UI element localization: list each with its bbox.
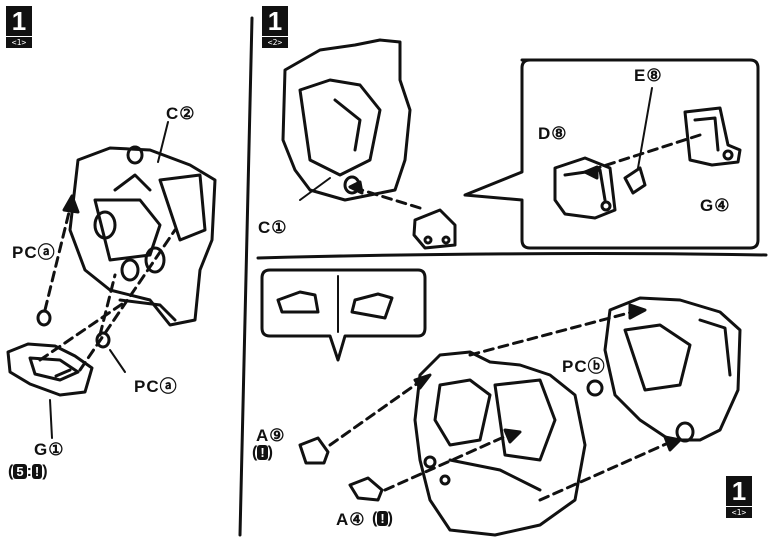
d8-part [553, 156, 617, 220]
label-pcb: PCⓑ [562, 357, 606, 376]
a9-part [298, 436, 330, 465]
step-number: 1 [726, 476, 752, 506]
step-number: 1 [6, 6, 32, 36]
arrow-pca-top [43, 198, 74, 312]
g1-note-a: 5 [13, 464, 27, 480]
label-c1: C① [258, 218, 288, 237]
step-sub: <1> [726, 507, 752, 518]
label-a4: A④ [336, 510, 366, 529]
vertical-divider [238, 16, 254, 537]
g1-part [6, 342, 94, 397]
step-marker: 1 <1> [6, 6, 32, 48]
step-marker: 1 <2> [262, 6, 288, 48]
a4-part [348, 476, 384, 502]
step-number: 1 [262, 6, 288, 36]
label-c2: C② [166, 104, 196, 123]
step-sub: <2> [262, 37, 288, 48]
label-e8: E⑧ [634, 66, 663, 85]
a4-note: (!) [372, 510, 393, 527]
torso-assembled-part [603, 296, 742, 443]
step-marker: 1 <1> [726, 476, 752, 518]
a9-note: (!) [252, 444, 273, 461]
label-g4: G④ [700, 196, 731, 215]
a4-note-mark: ! [377, 511, 388, 527]
g4-part [683, 106, 742, 167]
body-front-part [413, 350, 587, 537]
label-d8: D⑧ [538, 124, 568, 143]
callout-inset [260, 268, 427, 362]
clip-part [412, 208, 457, 250]
label-a9: A⑨ [256, 426, 286, 445]
g1-note-b: ! [31, 464, 43, 480]
label-g1: G① [34, 440, 65, 459]
pca-part-top [36, 309, 52, 327]
g1-note: (5:!) [8, 463, 48, 480]
pca-part-bottom [95, 331, 111, 349]
pcb-part [586, 379, 604, 397]
label-pca-top: PCⓐ [12, 243, 56, 262]
c1-back-part [281, 38, 412, 202]
a9-note-mark: ! [257, 445, 268, 461]
horizontal-divider [256, 252, 768, 260]
torso-part-left [68, 145, 217, 327]
e8-part [623, 166, 647, 195]
callout-box [463, 58, 760, 250]
step-sub: <1> [6, 37, 32, 48]
label-pca-bottom: PCⓐ [134, 377, 178, 396]
